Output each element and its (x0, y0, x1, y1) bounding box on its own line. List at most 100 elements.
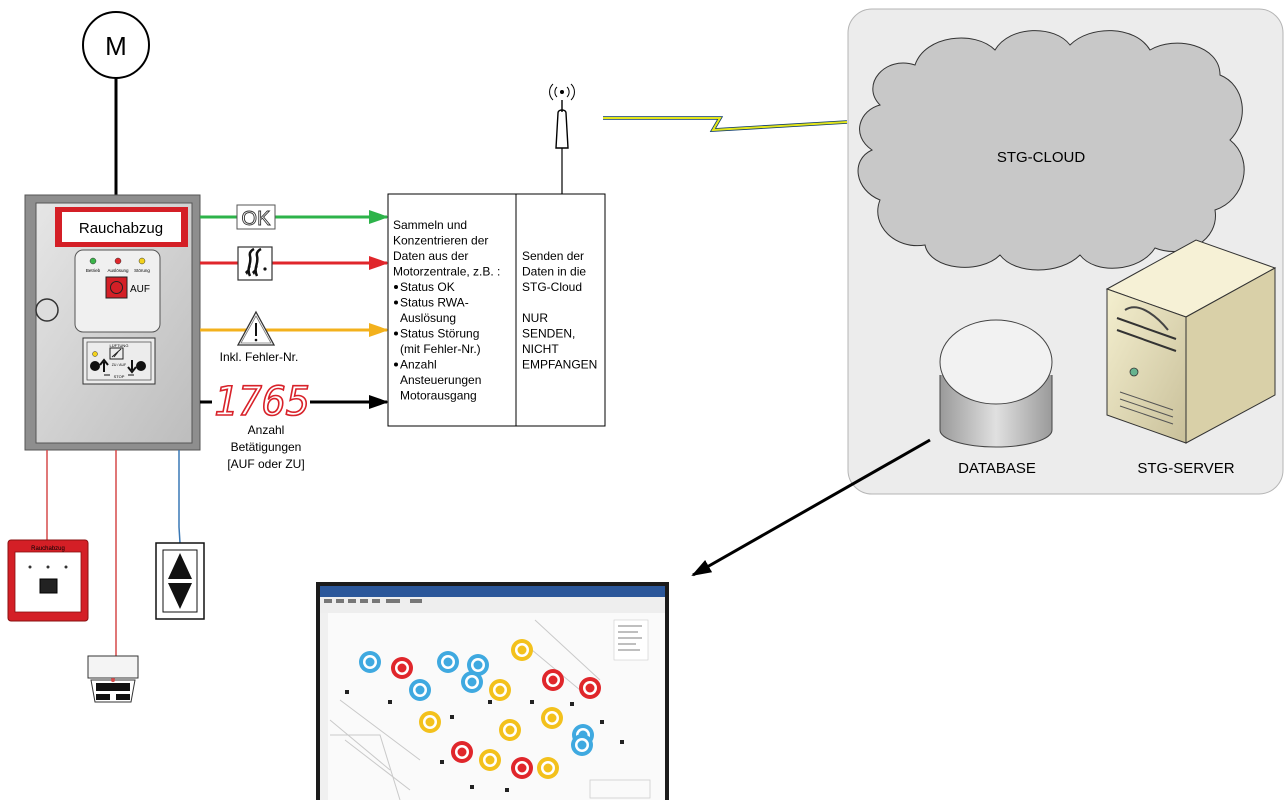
app-toolbar (320, 597, 665, 613)
dashboard-marker (537, 757, 559, 779)
sender-note-line: SENDEN, (522, 327, 575, 341)
sender-text-line: Senden der (522, 249, 584, 263)
up-down-switch[interactable] (155, 542, 205, 620)
collector-item-line: Anzahl (400, 358, 437, 372)
dashboard-device-dot (570, 702, 574, 706)
led-fault (138, 257, 146, 265)
smoke-alarm-icon (237, 246, 273, 281)
collector-intro-line: Konzentrieren der (393, 234, 488, 248)
smoke-detector-icon (87, 655, 139, 703)
vent-open-button[interactable] (136, 361, 146, 371)
up-triangle-icon (168, 553, 192, 579)
open-button-ring (110, 281, 123, 294)
collector-item-line: Ansteuerungen (400, 373, 481, 387)
panel-title: Rauchabzug (79, 220, 163, 237)
dashboard-marker (467, 654, 489, 676)
dashboard-marker (511, 757, 533, 779)
dashboard-marker (499, 719, 521, 741)
vent-switch-label-bottom: STOP (114, 374, 125, 379)
vent-switch-label-top: LÜFTUNG (110, 343, 129, 348)
led-label-operation: Betrieb (86, 268, 101, 273)
call-point-label: Rauchabzug (31, 546, 65, 552)
collector-item-line: (mit Fehler-Nr.) (400, 342, 481, 356)
database-label: DATABASE (958, 460, 1036, 477)
panel-title-plate (62, 212, 181, 242)
dashboard-marker (409, 679, 431, 701)
motor-label: M (105, 31, 127, 61)
vent-switch-inner (86, 341, 152, 381)
dashboard-device-dot (450, 715, 454, 719)
sender-note-line: NICHT (522, 342, 559, 356)
error-number-caption: Inkl. Fehler-Nr. (220, 350, 299, 364)
dashboard-device-dot (345, 690, 349, 694)
sender-text-line: STG-Cloud (522, 280, 582, 294)
counter-caption-line-2: Betätigungen (231, 440, 302, 454)
vent-led (92, 351, 98, 357)
collector-item-bullet (394, 285, 398, 289)
dashboard-marker (359, 651, 381, 673)
dashboard-marker (511, 639, 533, 661)
led-alarm (114, 257, 122, 265)
led-operation (89, 257, 97, 265)
sender-note-line: NUR (522, 311, 548, 325)
vent-close-button[interactable] (90, 361, 100, 371)
dashboard-device-dot (530, 700, 534, 704)
collector-item-line: Status Störung (400, 327, 479, 341)
dashboard-device-dot (388, 700, 392, 704)
collector-item-line: Motorausgang (400, 389, 477, 403)
counter-value: 1765 (214, 379, 310, 425)
app-side-ruler (320, 613, 328, 800)
collector-item-line: Status RWA- (400, 296, 469, 310)
dashboard-marker (541, 707, 563, 729)
data-collector-box (387, 193, 606, 427)
dashboard-device-dot (620, 740, 624, 744)
open-button-label: AUF (130, 284, 150, 295)
counter-caption-line-1: Anzahl (248, 423, 285, 437)
dashboard-device-dot (470, 785, 474, 789)
server-label: STG-SERVER (1137, 460, 1234, 477)
ok-status-icon: OK (236, 204, 276, 230)
database-icon (939, 319, 1053, 448)
app-title-bar (320, 586, 665, 597)
motor: M (82, 11, 150, 79)
dashboard-marker (479, 749, 501, 771)
collector-intro-line: Sammeln und (393, 218, 467, 232)
vent-up-arrow-icon (99, 358, 109, 372)
collector-item-line: Status OK (400, 280, 455, 294)
dashboard-marker (437, 651, 459, 673)
server-icon (1105, 239, 1277, 444)
vent-switch-symbol (111, 348, 122, 358)
dashboard-marker (542, 669, 564, 691)
dashboard-device-dot (505, 788, 509, 792)
cloud-to-dashboard-arrow (691, 438, 931, 577)
dashboard-marker (451, 741, 473, 763)
led-label-fault: Störung (134, 268, 150, 273)
vent-down-arrow-icon (127, 360, 137, 374)
dashboard-device-dot (600, 720, 604, 724)
led-label-alarm: Auslösung (107, 268, 129, 273)
warning-icon (236, 310, 276, 346)
collector-item-bullet (394, 331, 398, 336)
sender-text-line: Daten in die (522, 265, 586, 279)
panel-lock (35, 298, 59, 322)
dashboard-marker (391, 657, 413, 679)
sender-note-line: EMPFANGEN (522, 358, 597, 372)
vent-switch-window (109, 347, 124, 360)
manual-call-point[interactable] (7, 539, 89, 622)
dashboard-marker (461, 671, 483, 693)
vent-switch-wire (178, 450, 181, 544)
dashboard-marker (419, 711, 441, 733)
counter-display: 1765 (212, 378, 311, 426)
collector-intro-line: Daten aus der (393, 249, 468, 263)
down-triangle-icon (168, 583, 192, 609)
collector-item-bullet (394, 362, 398, 367)
cloud-shape (857, 30, 1245, 271)
vent-switch-label-mid: ZU / AUF (112, 363, 126, 367)
open-button[interactable] (105, 276, 128, 299)
antenna-icon (549, 83, 575, 194)
wireless-link (603, 117, 848, 132)
dashboard-device-dot (488, 700, 492, 704)
dashboard-marker (489, 679, 511, 701)
ok-status-label: OK (242, 208, 272, 230)
